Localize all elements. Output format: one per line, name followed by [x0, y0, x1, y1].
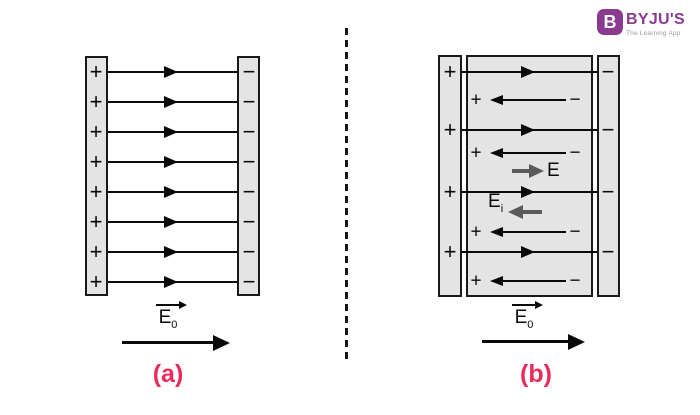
minus-charge-sign: −: [242, 179, 256, 204]
applied-field-label-b: E0: [505, 301, 543, 331]
field-line-arrowhead-icon: [521, 246, 535, 258]
minus-charge-sign: −: [601, 59, 615, 84]
minus-charge-sign: −: [601, 179, 615, 204]
induced-field-arrow: [523, 210, 542, 214]
net-field-label: E: [547, 161, 560, 180]
vector-arrow-icon: [512, 301, 543, 309]
field-subscript: 0: [171, 318, 178, 331]
induced-field-line: [503, 280, 566, 282]
field-symbol: E: [514, 307, 528, 328]
induced-minus-sign: −: [569, 142, 581, 164]
e0-direction-arrow-a: [122, 341, 213, 344]
negative-plate-b: [597, 55, 620, 297]
diagram-b: E Ei + − + − + − + − + − + − + − + −: [438, 55, 620, 297]
minus-charge-sign: −: [242, 209, 256, 234]
applied-field-text-b: E0: [514, 307, 534, 331]
field-line-arrowhead-icon: [521, 124, 535, 136]
byjus-b-letter: B: [603, 11, 617, 32]
induced-minus-sign: −: [569, 89, 581, 111]
induced-field-label: Ei: [488, 192, 503, 215]
induced-plus-sign: +: [470, 221, 482, 243]
plus-charge-sign: +: [89, 209, 103, 234]
field-subscript: 0: [527, 318, 534, 331]
induced-field-arrowhead-icon: [490, 95, 503, 105]
negative-plate-a: [237, 56, 260, 296]
positive-plate-a: [85, 56, 108, 296]
plus-charge-sign: +: [89, 89, 103, 114]
net-field-arrowhead-icon: [529, 164, 544, 178]
minus-charge-sign: −: [242, 149, 256, 174]
minus-charge-sign: −: [601, 117, 615, 142]
induced-plus-sign: +: [470, 270, 482, 292]
induced-field-arrowhead-icon: [508, 205, 523, 219]
plus-charge-sign: +: [89, 239, 103, 264]
induced-field-subscript: i: [500, 202, 504, 215]
plus-charge-sign: +: [443, 117, 457, 142]
plus-charge-sign: +: [89, 269, 103, 294]
e0-direction-arrowhead-a-icon: [213, 335, 230, 351]
plus-charge-sign: +: [443, 179, 457, 204]
applied-field-label-a: E0: [150, 301, 187, 331]
induced-minus-sign: −: [569, 221, 581, 243]
byjus-logo: B BYJU'S The Learning App: [597, 9, 685, 37]
positive-plate-b: [438, 55, 462, 297]
dashed-divider: [345, 28, 348, 360]
minus-charge-sign: −: [242, 59, 256, 84]
induced-field-symbol: E: [488, 191, 501, 212]
e0-direction-arrowhead-b-icon: [568, 334, 585, 350]
field-line-arrowhead-icon: [164, 216, 178, 228]
induced-plus-sign: +: [470, 89, 482, 111]
induced-field-arrowhead-icon: [490, 276, 503, 286]
minus-charge-sign: −: [601, 239, 615, 264]
induced-field-line: [503, 231, 566, 233]
caption-a: (a): [152, 360, 184, 388]
vector-arrow-icon: [156, 301, 187, 309]
field-line-arrowhead-icon: [164, 276, 178, 288]
net-field-arrow: [512, 169, 529, 173]
induced-field-line: [503, 152, 566, 154]
plus-charge-sign: +: [89, 179, 103, 204]
caption-b: (b): [520, 360, 552, 388]
field-line-arrowhead-icon: [521, 186, 535, 198]
field-line-arrowhead-icon: [164, 246, 178, 258]
induced-plus-sign: +: [470, 142, 482, 164]
minus-charge-sign: −: [242, 119, 256, 144]
field-line-arrowhead-icon: [164, 126, 178, 138]
byjus-logo-text: BYJU'S The Learning App: [626, 9, 685, 38]
plus-charge-sign: +: [443, 59, 457, 84]
field-line-arrowhead-icon: [521, 66, 535, 78]
plus-charge-sign: +: [443, 239, 457, 264]
plus-charge-sign: +: [89, 119, 103, 144]
field-line-arrowhead-icon: [164, 96, 178, 108]
plus-charge-sign: +: [89, 59, 103, 84]
applied-field-text-a: E0: [158, 307, 178, 331]
field-symbol: E: [158, 307, 172, 328]
brand-tagline: The Learning App: [626, 30, 681, 37]
minus-charge-sign: −: [242, 89, 256, 114]
field-line-arrowhead-icon: [164, 156, 178, 168]
induced-minus-sign: −: [569, 270, 581, 292]
field-line-arrowhead-icon: [164, 186, 178, 198]
field-line-arrowhead-icon: [164, 66, 178, 78]
minus-charge-sign: −: [242, 239, 256, 264]
net-field-symbol: E: [547, 160, 560, 181]
diagram-a: + − + − + − + − + − + − + − + −: [85, 56, 260, 296]
induced-field-line: [503, 99, 566, 101]
induced-field-arrowhead-icon: [490, 227, 503, 237]
plus-charge-sign: +: [89, 149, 103, 174]
induced-field-arrowhead-icon: [490, 148, 503, 158]
e0-direction-arrow-b: [482, 340, 568, 343]
minus-charge-sign: −: [242, 269, 256, 294]
byjus-b-icon: B: [597, 9, 623, 35]
brand-name: BYJU'S: [626, 11, 685, 28]
